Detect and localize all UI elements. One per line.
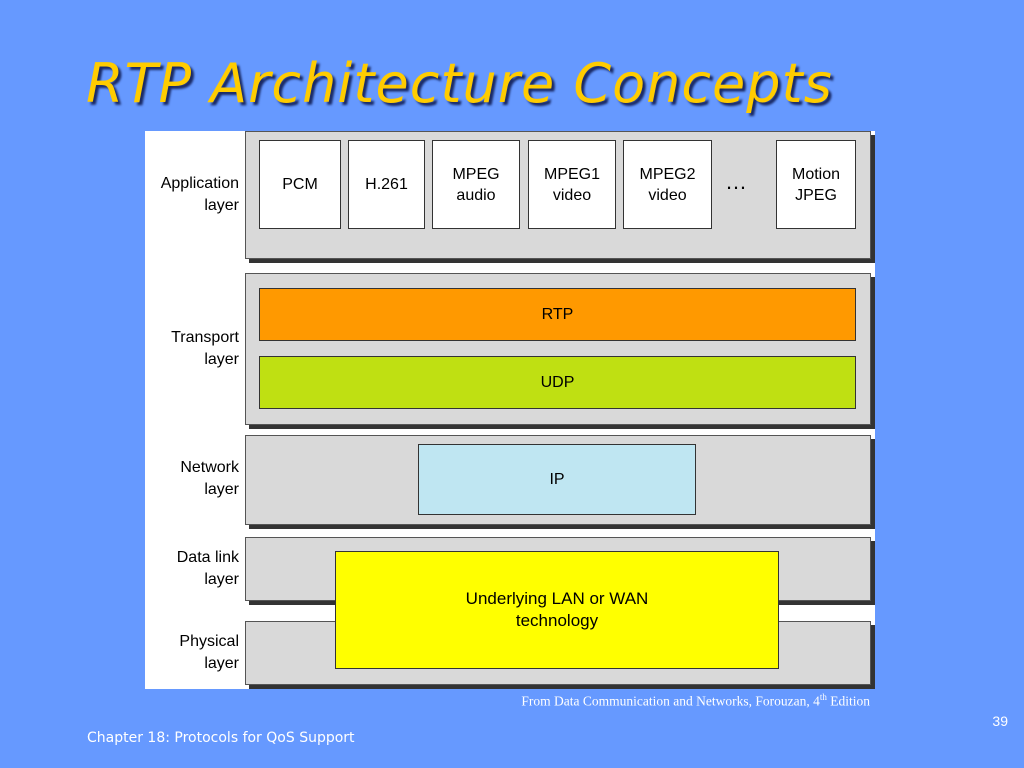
app-box-h261: H.261 (348, 140, 425, 229)
slide-footer: Chapter 18: Protocols for QoS Support (87, 730, 355, 746)
more-apps-ellipsis: … (725, 169, 748, 194)
app-box-motion-jpeg: Motion JPEG (776, 140, 856, 229)
physical-layer-label: Physical layer (179, 633, 239, 672)
app-box-pcm: PCM (259, 140, 341, 229)
rtp-box: RTP (259, 288, 856, 341)
source-citation: From Data Communication and Networks, Fo… (521, 692, 870, 709)
ip-box: IP (418, 444, 696, 515)
app-box-mpeg1-video: MPEG1 video (528, 140, 616, 229)
slide-title: RTP Architecture Concepts (86, 52, 833, 115)
underlying-technology-box: Underlying LAN or WAN technology (335, 551, 779, 669)
app-box-mpeg-audio: MPEG audio (432, 140, 520, 229)
rtp-architecture-diagram: Application layer Transport layer Networ… (145, 131, 875, 689)
transport-layer-label: Transport layer (171, 329, 239, 368)
application-layer-label: Application layer (160, 175, 239, 214)
app-box-mpeg2-video: MPEG2 video (623, 140, 712, 229)
datalink-layer-label: Data link layer (176, 549, 239, 588)
slide-number: 39 (992, 713, 1008, 729)
network-layer-label: Network layer (180, 459, 239, 498)
udp-box: UDP (259, 356, 856, 409)
